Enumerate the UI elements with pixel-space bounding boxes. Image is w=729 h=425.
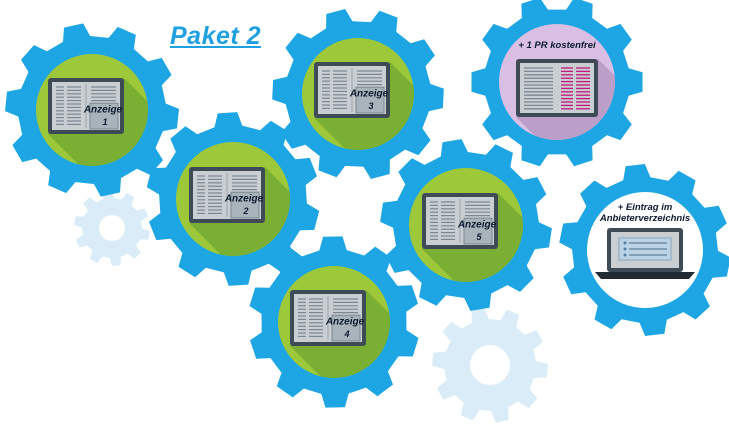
ad-label: Anzeige: [224, 194, 264, 205]
ad-number: 3: [368, 101, 373, 111]
gear-group: Anzeige1Anzeige2Anzeige3Anzeige4Anzeige5…: [5, 0, 729, 408]
directory-caption-line1: + Eintrag im: [618, 202, 673, 213]
ad-number: 2: [242, 206, 248, 216]
ad-label: Anzeige: [457, 220, 497, 231]
package-title: Paket 2: [170, 22, 262, 50]
ad-label: Anzeige: [325, 317, 365, 328]
laptop-icon: [595, 228, 695, 279]
ad-number: 4: [343, 329, 349, 339]
ad-number: 5: [476, 232, 482, 242]
ad-number: 1: [102, 117, 107, 127]
background-gear-icon: [74, 190, 150, 266]
background-gear-icon: [432, 307, 548, 423]
pr-caption: + 1 PR kostenfrei: [518, 40, 596, 51]
directory-caption-line2: Anbieterverzeichnis: [599, 213, 690, 224]
ad-label: Anzeige: [83, 105, 123, 116]
gear-pr: + 1 PR kostenfrei: [471, 0, 643, 167]
ad-label: Anzeige: [349, 89, 389, 100]
background-gears: [74, 190, 548, 423]
